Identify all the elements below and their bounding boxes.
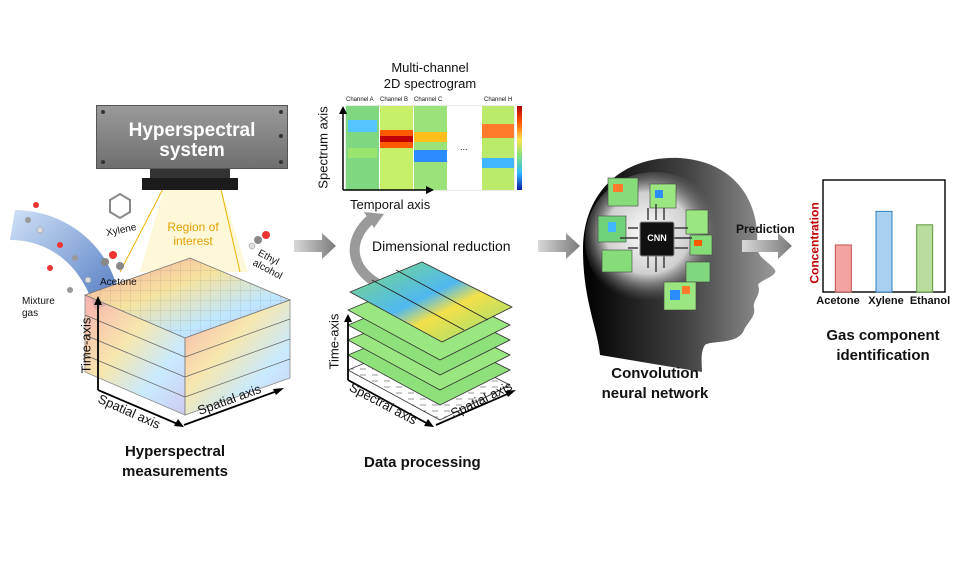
category-label-xylene: Xylene (868, 295, 904, 307)
stage3-caption-line2: neural network (601, 385, 709, 402)
stack-time-axis-label: Time-axis (326, 313, 342, 370)
bar-ethanol (916, 224, 934, 293)
spectrogram-title-line2: 2D spectrogram (383, 76, 477, 91)
light-cone (140, 185, 248, 272)
concentration-bar-chart (822, 179, 946, 293)
slice-stack (344, 261, 516, 427)
hs-system-line1: Hyperspectral (128, 120, 256, 141)
region-of-interest-label: Region of interest (158, 220, 228, 248)
roi-line2: interest (173, 234, 213, 248)
channel-h-label: Channel H (484, 97, 513, 103)
hyperspectral-system-box: Hyperspectral system (96, 105, 288, 169)
acetone-label: Acetone (100, 277, 137, 288)
category-label-ethanol: Ethanol (909, 295, 951, 307)
head-silhouette (583, 157, 776, 372)
arrow-to-processing (294, 233, 336, 259)
chart-ylabel: Concentration (807, 202, 822, 284)
stage1-caption-line2: measurements (122, 463, 228, 480)
lens-ring (150, 168, 230, 178)
spectrogram-title-line1: Multi-channel (391, 60, 469, 75)
lens-barrel (142, 178, 238, 190)
hyperspectral-cube (83, 257, 292, 427)
molecules (25, 192, 270, 293)
mixture-gas-label: Mixture gas (22, 296, 55, 320)
stage3-caption: Convolution neural network (580, 364, 730, 404)
spectrogram-panel (339, 105, 522, 194)
gas-plume (10, 210, 120, 310)
cnn-chip-label: CNN (647, 233, 667, 243)
stage3-caption-line1: Convolution (611, 365, 699, 382)
channel-c-label: Channel C (414, 97, 443, 103)
roi-line1: Region of (167, 220, 219, 234)
temporal-axis-label: Temporal axis (350, 197, 431, 212)
prediction-label: Prediction (736, 222, 795, 236)
stage2-caption: Data processing (364, 454, 481, 471)
stage1-caption-line1: Hyperspectral (124, 443, 226, 460)
bar-xylene (875, 210, 893, 293)
arrow-to-identification (742, 233, 792, 259)
stage4-caption-line2: identification (836, 347, 930, 364)
spectrogram-title: Multi-channel 2D spectrogram (360, 60, 500, 92)
stage1-caption: Hyperspectral measurements (110, 442, 240, 482)
cube-time-axis-label: Time-axis (78, 317, 94, 374)
mixture-line2: gas (22, 308, 39, 319)
stage4-caption-line1: Gas component (826, 327, 940, 344)
arrow-to-cnn (538, 233, 580, 259)
channel-ellipsis: ... (460, 142, 468, 152)
cnn-chip (639, 221, 675, 257)
bar-acetone (834, 244, 852, 293)
dimensional-reduction-label: Dimensional reduction (372, 238, 511, 254)
channel-a-label: Channel A (346, 97, 374, 103)
stage4-caption: Gas component identification (808, 326, 958, 366)
channel-b-label: Channel B (380, 97, 409, 103)
mixture-line1: Mixture (22, 296, 55, 307)
spectrum-axis-label: Spectrum axis (315, 106, 331, 189)
hs-system-line2: system (159, 140, 225, 161)
category-label-acetone: Acetone (816, 295, 860, 307)
